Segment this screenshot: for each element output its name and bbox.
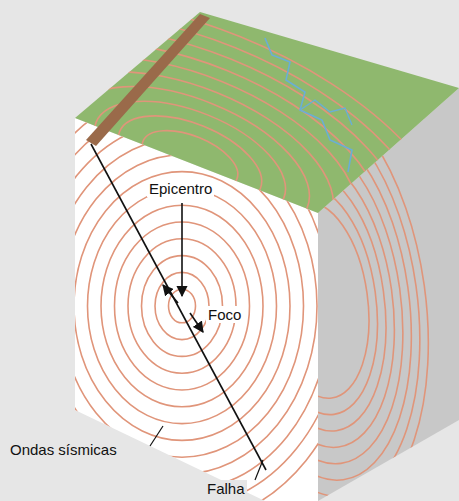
fault-line bbox=[91, 144, 266, 470]
seismic-wave bbox=[203, 108, 433, 493]
seismic-wave bbox=[182, 73, 454, 501]
seismic-wave bbox=[255, 195, 381, 405]
leader-line bbox=[255, 460, 263, 480]
seismic-wave bbox=[78, 77, 302, 243]
river bbox=[300, 100, 352, 125]
seismic-wave bbox=[134, 119, 246, 202]
seismic-wave bbox=[22, 36, 358, 284]
seismic-wave bbox=[34, 121, 331, 491]
seismic-wave bbox=[0, 0, 459, 367]
epicentre-arrow bbox=[181, 203, 183, 296]
seismic-wave bbox=[0, 0, 459, 388]
seismic-wave bbox=[224, 143, 412, 458]
ground-surface bbox=[75, 12, 459, 213]
seismic-wave bbox=[0, 0, 414, 326]
waves-label: Ondas sísmicas bbox=[8, 441, 119, 458]
epicentre-label: Epicentro bbox=[147, 180, 214, 197]
seismic-wave bbox=[106, 98, 274, 222]
seismic-wave bbox=[192, 90, 443, 501]
leader-line bbox=[150, 426, 163, 446]
fault-scarp bbox=[86, 14, 210, 146]
seismic-wave bbox=[47, 138, 317, 474]
seismic-wave bbox=[213, 125, 422, 475]
river bbox=[265, 38, 352, 172]
seismic-wave bbox=[74, 172, 290, 441]
slip-arrow bbox=[163, 285, 178, 303]
slip-arrow bbox=[190, 313, 203, 332]
seismic-wave bbox=[234, 160, 401, 440]
seismic-wave bbox=[88, 188, 277, 423]
seismic-wave bbox=[61, 155, 304, 457]
fault-label: Falha bbox=[205, 480, 247, 497]
seismic-wave bbox=[0, 0, 442, 346]
focus-label: Foco bbox=[206, 306, 243, 323]
